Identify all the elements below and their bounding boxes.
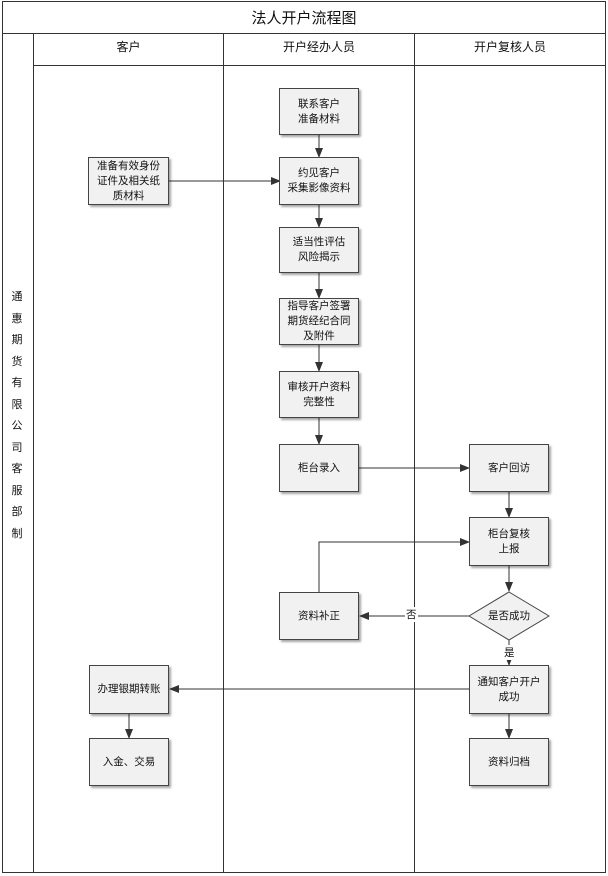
edge-supplement-review (318, 538, 470, 592)
edge-label-yes: 是 (503, 645, 516, 660)
node-deposit-trade: 入金、交易 (89, 738, 169, 786)
node-bank-link: 办理银期转账 (89, 665, 169, 714)
node-counter-entry: 柜台录入 (279, 444, 359, 492)
node-supplement: 资料补正 (279, 592, 359, 640)
organization-label: 通 惠 期 货 有 限 公 司 客 服 部 制 (11, 290, 23, 540)
edge-label-no: 否 (405, 607, 418, 622)
node-prepare-docs: 准备有效身份 证件及相关纸 质材料 (88, 157, 169, 205)
node-callback: 客户回访 (469, 444, 549, 492)
node-meet: 约见客户 采集影像资料 (279, 157, 359, 205)
node-counter-review: 柜台复核 上报 (469, 517, 549, 566)
decision-diamond (468, 591, 550, 641)
node-notify: 通知客户开户 成功 (469, 665, 549, 714)
node-archive: 资料归档 (469, 738, 549, 786)
lane-header-handler: 开户经办人员 (282, 40, 355, 54)
node-contact: 联系客户 准备材料 (279, 88, 359, 135)
lane-header-customer: 客户 (116, 40, 141, 54)
page-title: 法人开户流程图 (251, 9, 357, 27)
node-sign: 指导客户签署 期货经纪合同 及附件 (279, 298, 359, 345)
node-check: 审核开户资料 完整性 (279, 371, 359, 418)
lane-header-reviewer: 开户复核人员 (473, 40, 546, 54)
decision-label: 是否成功 (488, 610, 530, 622)
node-assess: 适当性评估 风险揭示 (279, 227, 359, 273)
